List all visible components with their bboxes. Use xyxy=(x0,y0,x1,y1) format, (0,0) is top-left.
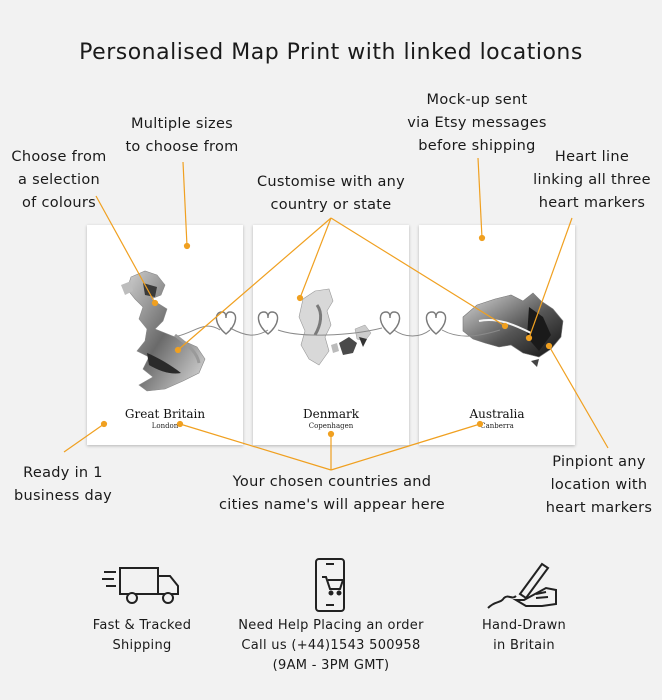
poster-denmark: Denmark Copenhagen xyxy=(253,225,409,445)
australia-map xyxy=(462,292,564,367)
annotation-names: Your chosen countries and cities name's … xyxy=(219,474,445,513)
annotation-colours: Choose from a selection of colours xyxy=(11,149,107,211)
poster-country-label: Denmark xyxy=(303,407,359,421)
poster-country-label: Great Britain xyxy=(124,407,206,421)
hand-drawing-icon xyxy=(487,562,557,609)
poster-great-britain: Great Britain London xyxy=(87,225,243,445)
great-britain-map xyxy=(121,270,206,392)
feature-shipping: Fast & Tracked Shipping xyxy=(92,618,192,653)
annotation-heartline: Heart line linking all three heart marke… xyxy=(533,149,651,211)
annotation-ready: Ready in 1 business day xyxy=(13,465,113,504)
annotation-customise: Customise with any country or state xyxy=(256,174,406,213)
delivery-truck-icon xyxy=(102,567,179,604)
page-title: Personalised Map Print with linked locat… xyxy=(79,40,583,65)
denmark-map xyxy=(298,288,372,366)
poster-city-label: Copenhagen xyxy=(308,422,354,430)
feature-help: Need Help Placing an order Call us (+44)… xyxy=(224,616,438,676)
poster-city-label: London xyxy=(151,422,179,430)
feature-handdrawn: Hand-Drawn in Britain xyxy=(481,618,567,653)
annotation-sizes: Multiple sizes to choose from xyxy=(125,116,239,155)
annotation-mockup: Mock-up sent via Etsy messages before sh… xyxy=(407,92,547,154)
poster-country-label: Australia xyxy=(469,407,525,421)
poster-australia: Australia Canberra xyxy=(419,225,575,445)
phone-number[interactable]: Call us (+44)1543 500958 xyxy=(241,638,421,653)
poster-city-label: Canberra xyxy=(480,422,514,430)
phone-cart-icon xyxy=(315,558,345,612)
annotation-pinpoint: Pinpiont any location with heart markers xyxy=(545,454,653,516)
